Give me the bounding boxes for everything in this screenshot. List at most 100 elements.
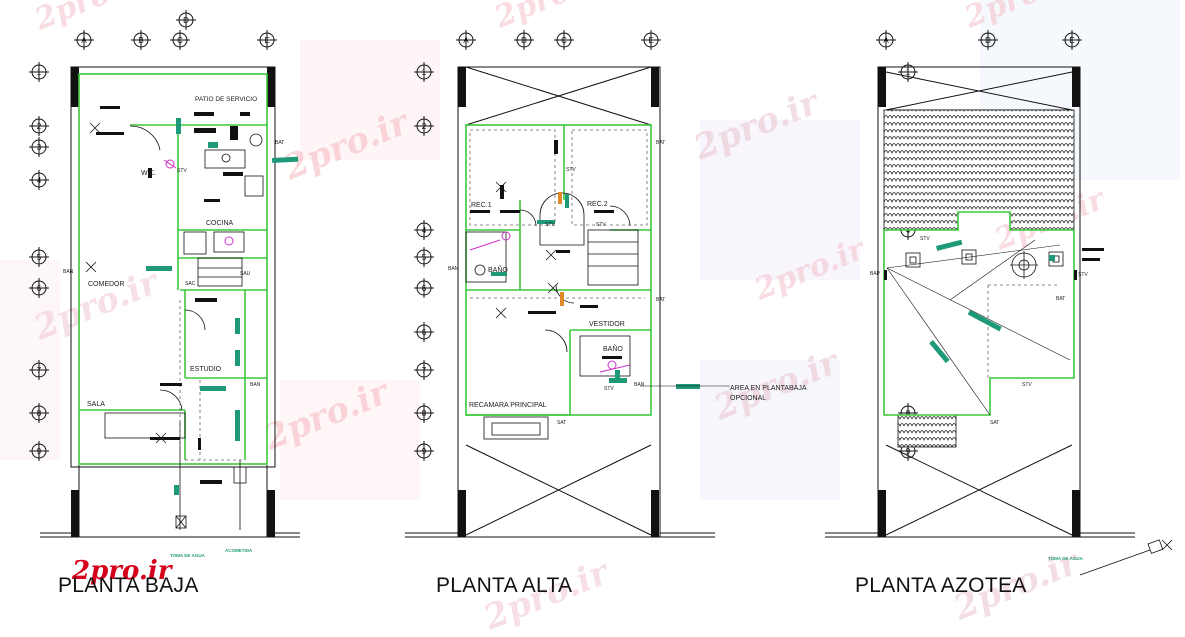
plan-azotea: STV BAP STV BAT STV SAT TOMA DE AGUA (825, 66, 1173, 576)
symbol-label: BAT (1056, 296, 1065, 302)
grid-bubble (414, 247, 434, 267)
symbol-label: BAN (634, 382, 645, 388)
symbol-label: STV (566, 167, 576, 173)
watermark-text: 2pro.ir (959, 0, 1081, 36)
watermark-text: 2pro.ir (687, 82, 825, 169)
area-note: OPCIONAL (730, 395, 766, 402)
grid-bubble (1062, 30, 1082, 50)
grid-label: E (264, 36, 269, 45)
watermark-text: 2pro.ir (29, 0, 151, 38)
room-label-vestidor: VESTIDOR (589, 321, 625, 328)
room-label-cocina: COCINA (206, 220, 234, 227)
legend-text: TOMA DE AGUA (1048, 556, 1084, 561)
grid-bubble (414, 278, 434, 298)
grid-bubble (414, 322, 434, 342)
watermark-text: 2pro.ir (749, 231, 871, 308)
grid-label: 7 (37, 366, 42, 375)
grid-bubble (898, 62, 918, 82)
grid-bubble (641, 30, 661, 50)
grid-bubble (29, 170, 49, 190)
grid-label: 4 (422, 226, 427, 235)
grid-bubble (414, 360, 434, 380)
grid-label: D (985, 36, 991, 45)
room-label-estudio: ESTUDIO (190, 366, 222, 373)
grid-bubble (414, 441, 434, 461)
grid-label: 2 (422, 122, 427, 131)
watermark-text: 2pro.ir (27, 262, 165, 349)
room-label-bano2: BAÑO (603, 344, 623, 353)
grid-label: A (883, 36, 889, 45)
area-note: AREA EN PLANTABAJA (730, 385, 807, 392)
grid-bubble (29, 137, 49, 157)
grid-label: A (463, 36, 469, 45)
grid-label: 1 (37, 68, 42, 77)
room-label-recamara: RECAMARA PRINCIPAL (469, 402, 547, 409)
symbol-label: SAT (557, 420, 566, 426)
grid-label: 2 (37, 122, 42, 131)
site-logo: 2pro.ir (72, 556, 172, 586)
grid-label: D (521, 36, 527, 45)
grid-label: 5 (422, 253, 427, 262)
grid-bubble (29, 441, 49, 461)
plan-title-azotea: PLANTA AZOTEA (855, 574, 1027, 597)
grid-label: 6 (422, 328, 427, 337)
grid-label: E (648, 36, 653, 45)
room-label-comedor: COMEDOR (88, 281, 125, 288)
grid-label: C (177, 36, 183, 45)
grid-bubble (29, 403, 49, 423)
symbol-label: STV (596, 222, 606, 228)
symbol-label: SAC (185, 281, 196, 287)
room-label-wc: W.C. (141, 170, 156, 177)
grid-bubble (131, 30, 151, 50)
legend-text: TOMA DE AGUA (170, 553, 206, 558)
grid-bubble (554, 30, 574, 50)
symbol-label: STV (920, 236, 930, 242)
grid-label: A (81, 36, 87, 45)
grid-label: C (561, 36, 567, 45)
symbol-label: BAP (870, 271, 881, 277)
grid-label: 4 (37, 176, 42, 185)
plan-title-baja: PLANTA BAJA (58, 574, 199, 597)
grid-label: 8 (37, 409, 42, 418)
symbol-label: STV (177, 168, 187, 174)
grid-bubble (456, 30, 476, 50)
roof-tiles (897, 414, 957, 448)
room-label-sala: SALA (87, 401, 105, 408)
grid-bubble (29, 278, 49, 298)
grid-label: B (138, 36, 143, 45)
grid-label: 1 (422, 68, 427, 77)
symbol-label: BAN (448, 266, 459, 272)
plan-title-alta: PLANTA ALTA (436, 574, 573, 597)
grid-label: 1 (906, 68, 911, 77)
grid-bubble (176, 10, 196, 30)
grid-label: 9 (37, 447, 42, 456)
grid-label: 5 (37, 253, 42, 262)
symbol-label: SAU (240, 271, 251, 277)
grid-bubble (29, 247, 49, 267)
room-label-rec2: REC.2 (587, 201, 608, 208)
grid-axis-labels: A B C D E A D C E A D E 1 2 3 4 5 6 7 8 … (37, 16, 1075, 456)
watermark-text: 2pro.ir (277, 102, 415, 189)
symbol-label: BAT (275, 140, 284, 146)
grid-label: 6 (37, 284, 42, 293)
watermark-text: 2pro.ir (257, 372, 395, 459)
grid-bubble (29, 62, 49, 82)
grid-label: 3 (37, 143, 42, 152)
grid-label: 9 (422, 447, 427, 456)
watermark-text: 2pro.ir (489, 0, 611, 36)
symbol-label: BAT (656, 297, 665, 303)
grid-bubble (257, 30, 277, 50)
grid-bubble (74, 30, 94, 50)
grid-bubble (29, 116, 49, 136)
symbol-label: STV (545, 222, 555, 228)
legend-text: ACOMETIDA (225, 548, 253, 553)
grid-bubble (414, 116, 434, 136)
grid-bubble (876, 30, 896, 50)
symbol-label: BAN (250, 382, 261, 388)
grid-label: D (183, 16, 189, 25)
grid-label: 6 (422, 284, 427, 293)
symbol-label: BAT (656, 140, 665, 146)
grid-bubble (414, 403, 434, 423)
